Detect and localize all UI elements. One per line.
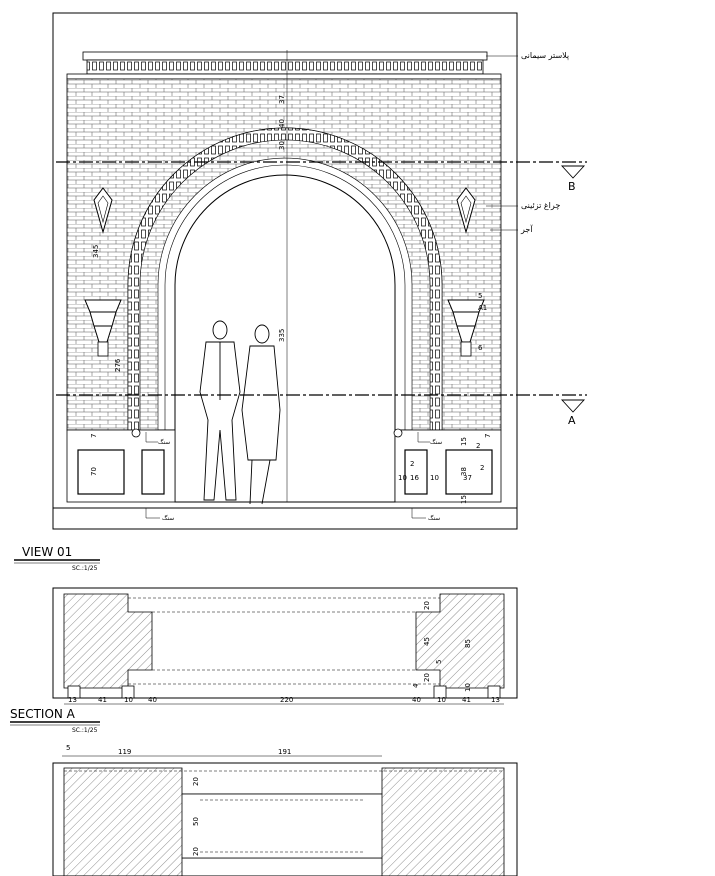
dim-40-right: 40 — [412, 696, 421, 704]
dim-mid1: 40 — [278, 119, 286, 128]
base-panel-right-1 — [404, 449, 428, 495]
callout-stone-right: سنگ — [430, 438, 442, 446]
section-mark-b: B — [568, 180, 576, 193]
section-arrow-b — [560, 165, 586, 179]
dim-4: 4 — [412, 683, 420, 688]
dim-13-left: 13 — [68, 696, 77, 704]
view-01-title: VIEW 01 — [22, 545, 72, 559]
section-a-hatch-left — [63, 593, 153, 689]
dim-right-lamp-6: 6 — [478, 344, 483, 352]
cornice-top — [82, 51, 488, 61]
dim-left-height: 345 — [92, 245, 100, 258]
base-panel-left-2 — [141, 449, 165, 495]
section-arrow-a — [560, 399, 586, 413]
dim-b-20a: 20 — [192, 777, 200, 786]
dim-center-height: 335 — [278, 329, 286, 342]
dim-right-37: 37 — [463, 474, 472, 482]
dim-45: 45 — [423, 637, 431, 646]
dim-right-lamp-2: 2 — [480, 464, 484, 472]
person-woman — [241, 324, 281, 505]
callout-brick: آجر — [520, 224, 533, 234]
section-a-title-block: SECTION A SC.:1/25 — [10, 707, 100, 734]
section-a-bottom-dims: 13 41 10 40 220 40 10 41 13 — [68, 696, 500, 704]
view-frame — [52, 12, 518, 530]
section-a-hatch-right — [415, 593, 505, 689]
dim-right-38: 38 — [460, 467, 468, 476]
dim-left-lower: 276 — [114, 358, 122, 372]
dim-5: 5 — [435, 660, 443, 664]
dim-right-10b: 10 — [430, 474, 439, 482]
base-panel-left-1 — [77, 449, 125, 495]
section-a-plan: 13 41 10 40 220 40 10 41 13 20 45 85 5 2… — [52, 587, 518, 705]
dim-41-right: 41 — [462, 696, 471, 704]
callout-cement-plaster: پلاستر سیمانی — [521, 51, 569, 60]
callouts: پلاستر سیمانی چراغ تزئینی آجر سنگ سنگ سن… — [145, 51, 569, 522]
section-a-title: SECTION A — [10, 707, 76, 721]
dim-220: 220 — [280, 696, 293, 704]
cornice-dentil — [86, 59, 484, 75]
dim-right-2a: 2 — [476, 442, 480, 450]
dim-b-50: 50 — [192, 817, 200, 826]
dim-pier-height: 7 — [90, 434, 98, 438]
dim-b-191: 191 — [278, 748, 291, 756]
dim-85: 85 — [464, 639, 472, 648]
dim-13-right: 13 — [491, 696, 500, 704]
base-right — [394, 429, 502, 503]
section-b-plan: 5 119 191 20 50 20 — [52, 744, 518, 876]
dim-10: 10 — [464, 683, 472, 692]
dim-right-16: 16 — [410, 474, 419, 482]
arch-inner-brick — [139, 139, 431, 431]
person-man — [199, 320, 241, 501]
dim-right-41: A1 — [478, 304, 487, 312]
callout-stone-left: سنگ — [158, 438, 170, 446]
dim-right-15a: 15 — [460, 437, 468, 446]
view-01-elevation: B A پلاستر سیمانی چراغ تزئینی آجر سنگ سن… — [52, 12, 587, 530]
decorative-lamp-right — [447, 187, 485, 357]
section-b-frame — [52, 762, 518, 876]
section-a-frame — [52, 587, 518, 699]
dim-right-10a: 10 — [398, 474, 407, 482]
dim-mid2: 30 — [278, 141, 286, 150]
dim-right-2b: 2 — [410, 460, 414, 468]
dim-b-20b: 20 — [192, 847, 200, 856]
dim-top-height: 37 — [278, 95, 286, 104]
dim-right-15b: 15 — [460, 495, 468, 504]
dim-40-left: 40 — [148, 696, 157, 704]
section-b-void — [181, 793, 383, 859]
section-a-scale: SC.:1/25 — [72, 727, 98, 734]
dim-right-lamp-5: 5 — [478, 292, 482, 300]
pier-cap-left — [131, 428, 141, 438]
callout-stone-base-left: سنگ — [162, 514, 174, 522]
dim-right-pier-7: 7 — [484, 434, 492, 438]
section-mark-a: A — [568, 414, 576, 427]
section-a-right-dims: 20 45 85 5 20 10 4 — [412, 601, 472, 692]
cornice-bottom — [66, 73, 502, 80]
base-panel-right-2 — [445, 449, 493, 495]
pier-cap-right — [393, 428, 403, 438]
dim-41-left: 41 — [98, 696, 107, 704]
dim-base-height: 70 — [90, 467, 98, 476]
decorative-lamp-left — [84, 187, 122, 357]
arch-opening-inner-line — [164, 164, 406, 430]
dim-20b: 20 — [423, 673, 431, 682]
callout-stone-base-right: سنگ — [428, 514, 440, 522]
dim-10-right: 10 — [437, 696, 446, 704]
view-01-dimensions: 37 40 30 335 345 276 7 70 15 15 2 2 37 1… — [90, 95, 492, 504]
view-01-title-block: VIEW 01 SC.:1/25 — [14, 545, 100, 572]
view-01-scale: SC.:1/25 — [72, 565, 98, 572]
dim-b-5: 5 — [66, 744, 70, 752]
dim-10-left: 10 — [124, 696, 133, 704]
dim-b-119: 119 — [118, 748, 131, 756]
callout-decorative-lamp: چراغ تزئینی — [521, 201, 560, 210]
dim-20a: 20 — [423, 601, 431, 610]
